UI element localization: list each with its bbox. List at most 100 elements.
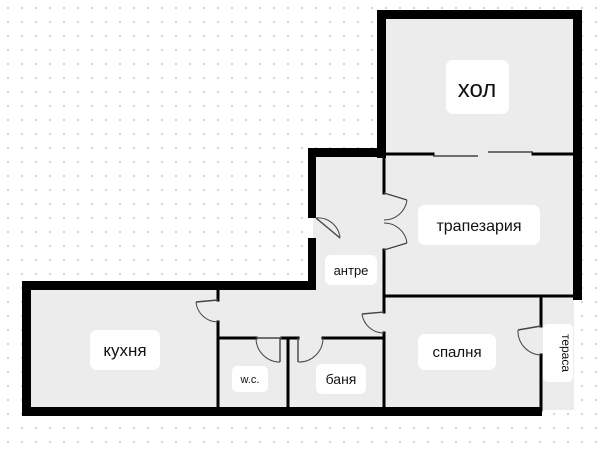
grid-dot	[202, 118, 206, 122]
grid-dot	[594, 286, 598, 290]
grid-dot	[370, 440, 374, 444]
grid-dot	[314, 62, 318, 66]
grid-dot	[174, 440, 178, 444]
grid-dot	[230, 20, 234, 24]
grid-dot	[314, 6, 318, 10]
grid-dot	[272, 34, 276, 38]
grid-dot	[566, 426, 570, 430]
grid-dot	[300, 160, 304, 164]
grid-dot	[76, 258, 80, 262]
grid-dot	[90, 426, 94, 430]
grid-dot	[258, 188, 262, 192]
grid-dot	[6, 34, 10, 38]
grid-dot	[496, 426, 500, 430]
grid-dot	[6, 202, 10, 206]
grid-dot	[160, 258, 164, 262]
grid-dot	[328, 34, 332, 38]
grid-dot	[6, 90, 10, 94]
grid-dot	[48, 202, 52, 206]
grid-dot	[132, 244, 136, 248]
grid-dot	[216, 174, 220, 178]
grid-dot	[48, 132, 52, 136]
grid-dot	[244, 272, 248, 276]
grid-dot	[132, 272, 136, 276]
grid-dot	[594, 244, 598, 248]
grid-dot	[580, 398, 584, 402]
grid-dot	[6, 62, 10, 66]
grid-dot	[272, 272, 276, 276]
grid-dot	[342, 76, 346, 80]
grid-dot	[76, 90, 80, 94]
grid-dot	[300, 230, 304, 234]
grid-dot	[594, 20, 598, 24]
room-label-wc: w.c.	[240, 374, 260, 386]
grid-dot	[132, 188, 136, 192]
grid-dot	[412, 6, 416, 10]
grid-dot	[216, 62, 220, 66]
grid-dot	[454, 6, 458, 10]
grid-dot	[34, 258, 38, 262]
grid-dot	[580, 6, 584, 10]
grid-dot	[6, 132, 10, 136]
grid-dot	[174, 6, 178, 10]
grid-dot	[146, 188, 150, 192]
grid-dot	[272, 258, 276, 262]
grid-dot	[328, 90, 332, 94]
grid-dot	[202, 216, 206, 220]
grid-dot	[314, 426, 318, 430]
grid-dot	[20, 160, 24, 164]
grid-dot	[286, 272, 290, 276]
grid-dot	[440, 6, 444, 10]
grid-dot	[272, 118, 276, 122]
grid-dot	[202, 440, 206, 444]
grid-dot	[34, 20, 38, 24]
grid-dot	[20, 34, 24, 38]
grid-dot	[566, 440, 570, 444]
grid-dot	[216, 160, 220, 164]
grid-dot	[328, 48, 332, 52]
grid-dot	[76, 34, 80, 38]
grid-dot	[48, 104, 52, 108]
grid-dot	[244, 48, 248, 52]
grid-dot	[132, 426, 136, 430]
grid-dot	[20, 104, 24, 108]
grid-dot	[300, 62, 304, 66]
grid-dot	[188, 6, 192, 10]
grid-dot	[356, 62, 360, 66]
grid-dot	[594, 342, 598, 346]
grid-dot	[566, 412, 570, 416]
grid-dot	[146, 118, 150, 122]
grid-dot	[118, 62, 122, 66]
grid-dot	[244, 6, 248, 10]
grid-dot	[174, 174, 178, 178]
grid-dot	[160, 188, 164, 192]
grid-dot	[342, 62, 346, 66]
grid-dot	[580, 440, 584, 444]
grid-dot	[20, 90, 24, 94]
grid-dot	[216, 20, 220, 24]
grid-dot	[230, 132, 234, 136]
grid-dot	[300, 440, 304, 444]
grid-dot	[174, 216, 178, 220]
grid-dot	[104, 34, 108, 38]
grid-dot	[258, 216, 262, 220]
grid-dot	[216, 188, 220, 192]
grid-dot	[48, 76, 52, 80]
grid-dot	[20, 174, 24, 178]
grid-dot	[244, 34, 248, 38]
grid-dot	[594, 76, 598, 80]
grid-dot	[342, 132, 346, 136]
grid-dot	[146, 258, 150, 262]
grid-dot	[286, 76, 290, 80]
grid-dot	[34, 104, 38, 108]
grid-dot	[594, 104, 598, 108]
grid-dot	[146, 146, 150, 150]
grid-dot	[300, 258, 304, 262]
grid-dot	[174, 188, 178, 192]
grid-dot	[34, 426, 38, 430]
grid-dot	[34, 230, 38, 234]
grid-dot	[244, 174, 248, 178]
grid-dot	[216, 76, 220, 80]
grid-dot	[146, 76, 150, 80]
grid-dot	[258, 440, 262, 444]
